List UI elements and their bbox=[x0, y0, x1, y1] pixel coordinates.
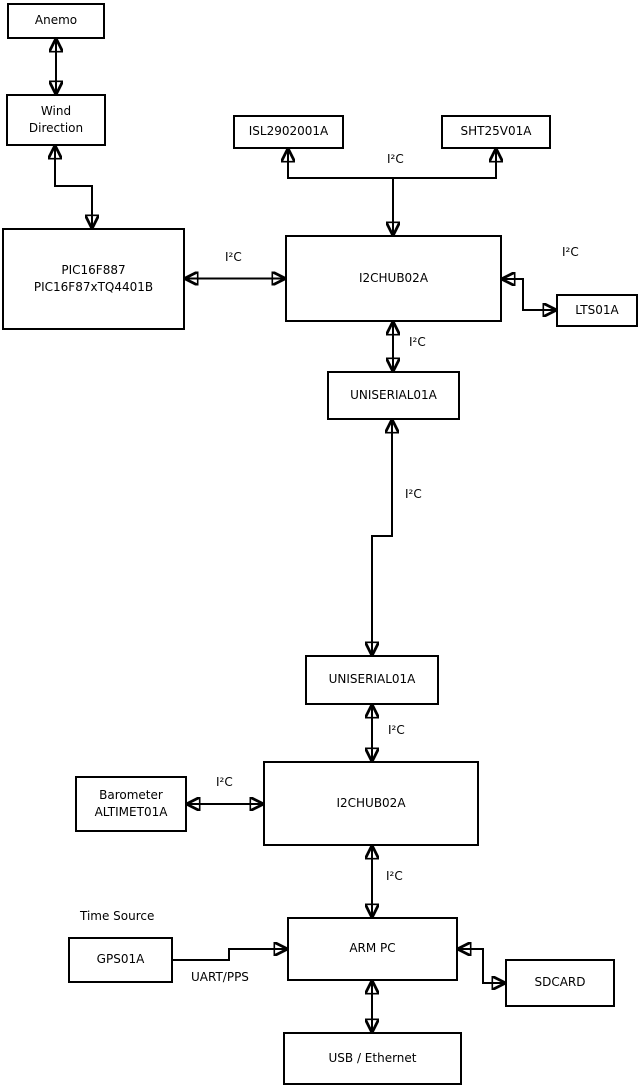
label-time-source: Time Source bbox=[80, 909, 155, 923]
label-i2c-hub2-armpc: I²C bbox=[386, 869, 403, 883]
node-usb-ethernet: USB / Ethernet bbox=[283, 1032, 462, 1085]
label-i2c-sensor-branch: I²C bbox=[387, 152, 404, 166]
node-sdcard: SDCARD bbox=[505, 959, 615, 1007]
node-sht25v01a-label: SHT25V01A bbox=[460, 124, 532, 139]
connector-armpc-sdcard bbox=[458, 949, 505, 983]
node-sht25v01a: SHT25V01A bbox=[441, 115, 551, 149]
node-i2chub02a-1: I2CHUB02A bbox=[285, 235, 502, 322]
label-i2c-hub1-lts: I²C bbox=[562, 245, 579, 259]
node-anemo: Anemo bbox=[7, 3, 105, 39]
node-i2chub02a-2: I2CHUB02A bbox=[263, 761, 479, 846]
node-isl2902001a: ISL2902001A bbox=[233, 115, 344, 149]
node-arm-pc-label: ARM PC bbox=[349, 941, 396, 956]
node-lts01a-label: LTS01A bbox=[575, 302, 619, 317]
node-i2chub02a-1-label: I2CHUB02A bbox=[358, 270, 429, 285]
node-uniserial01a-2: UNISERIAL01A bbox=[305, 655, 439, 705]
label-uart-pps: UART/PPS bbox=[191, 970, 249, 984]
label-i2c-hub1-uniserial1: I²C bbox=[409, 335, 426, 349]
connector-hub1-lts bbox=[502, 279, 556, 310]
node-gps01a-label: GPS01A bbox=[96, 952, 145, 967]
node-uniserial01a-1-label: UNISERIAL01A bbox=[350, 387, 437, 402]
node-usb-ethernet-label: USB / Ethernet bbox=[328, 1050, 417, 1065]
node-gps01a: GPS01A bbox=[68, 937, 173, 983]
connector-winddirection-pic bbox=[55, 146, 92, 228]
connector-uniserial1-uniserial2 bbox=[372, 420, 392, 655]
label-i2c-pic-hub1: I²C bbox=[225, 250, 242, 264]
node-i2chub02a-2-label: I2CHUB02A bbox=[336, 795, 406, 810]
label-i2c-uniserial2-hub2: I²C bbox=[388, 723, 405, 737]
node-uniserial01a-2-label: UNISERIAL01A bbox=[328, 672, 416, 687]
node-uniserial01a-1: UNISERIAL01A bbox=[327, 371, 460, 420]
node-lts01a: LTS01A bbox=[556, 294, 638, 327]
label-i2c-barometer-hub2: I²C bbox=[216, 775, 233, 789]
node-barometer-altimet01a: Barometer ALTIMET01A bbox=[75, 776, 187, 832]
node-anemo-label: Anemo bbox=[34, 13, 78, 28]
node-isl2902001a-label: ISL2902001A bbox=[248, 124, 329, 139]
node-pic16f887-label: PIC16F887 PIC16F87xTQ4401B bbox=[33, 262, 154, 294]
node-arm-pc: ARM PC bbox=[287, 917, 458, 981]
node-wind-direction-label: Wind Direction bbox=[28, 103, 84, 135]
connector-gps-armpc bbox=[173, 949, 287, 961]
node-pic16f887: PIC16F887 PIC16F87xTQ4401B bbox=[2, 228, 185, 330]
label-i2c-uniserial-link: I²C bbox=[405, 487, 422, 501]
node-barometer-altimet01a-label: Barometer ALTIMET01A bbox=[94, 787, 168, 819]
node-sdcard-label: SDCARD bbox=[534, 975, 586, 990]
node-wind-direction: Wind Direction bbox=[6, 94, 106, 146]
